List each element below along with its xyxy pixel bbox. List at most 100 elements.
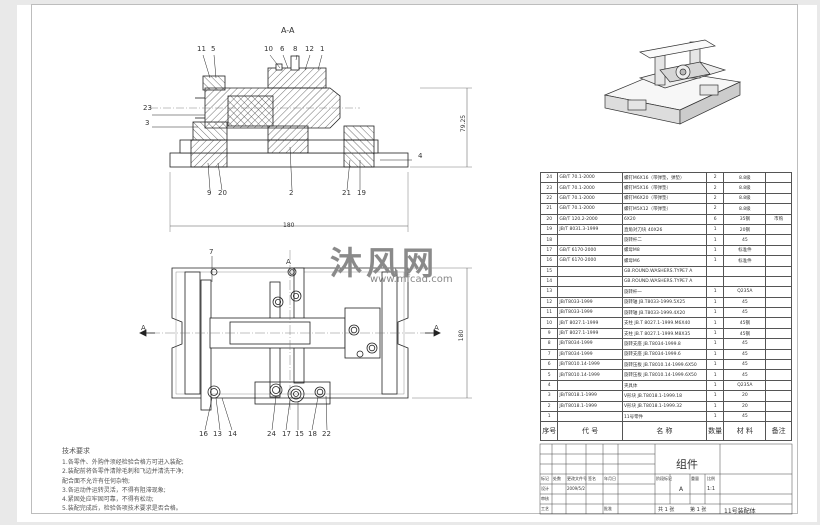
bom-cell-note (765, 244, 792, 257)
title-block-label-count: 处数 (553, 476, 561, 481)
title-block-label-design: 设计 (541, 486, 549, 491)
title-block-col-stage: 阶段标记 (656, 476, 672, 481)
bom-cell-name: V形块 JB.T8018.1-1999.32 (621, 400, 707, 413)
bom-cell-qty: 1 (705, 400, 725, 413)
balloon-section-top-5: 12 (305, 45, 314, 53)
balloon-section-bottom-3: 21 (342, 189, 351, 197)
bom-cell-name: V形块 JB.T8018.1-1999.18 (621, 390, 707, 402)
bom-cell-note (765, 203, 792, 215)
bom-cell-qty: 6 (705, 213, 725, 225)
bom-cell-name: 11号零件 (621, 410, 707, 423)
title-block-date: 2009/5/2 (567, 486, 585, 491)
bom-cell-name: 旋转杆二 (621, 234, 707, 246)
tech-line: 5.装配完成后，检验各项技术要求是否合格。 (62, 505, 182, 513)
bom-cell-mat: 45 (723, 296, 767, 309)
bom-cell-no: 14 (539, 275, 559, 288)
bom-cell-note (765, 182, 792, 194)
bom-cell-qty: 1 (705, 296, 725, 309)
drawing-frame (31, 4, 798, 514)
bom-cell-mat: 45钢 (723, 327, 767, 340)
bom-cell-qty: 1 (705, 348, 725, 361)
bom-cell-code (557, 410, 623, 423)
bom-cell-qty: 1 (705, 223, 725, 236)
bom-cell-no: 11 (539, 307, 559, 319)
balloon-section-top-3: 6 (280, 45, 285, 53)
plan-view (139, 250, 472, 431)
bom-header-row: 序号代 号名 称数量材 料备注 (539, 421, 792, 442)
bom-cell-no: 2 (539, 400, 559, 413)
bom-cell-code: GB/T 70.1-2000 (557, 182, 623, 194)
bom-cell-qty: 1 (705, 327, 725, 340)
bom-cell-name: 旋转压板 JB.T8010.14-1999.6X50 (621, 359, 707, 371)
bom-cell-note (765, 234, 792, 246)
bom-cell-code: JB/T 8031.3-1999 (557, 223, 623, 236)
bom-cell-no: 9 (539, 327, 559, 340)
title-block-label-review: 审核 (541, 496, 549, 501)
tech-title: 技术要求 (62, 447, 90, 455)
tech-line: 2.装配前将各零件清除毛刺和飞边并清洗干净; (62, 468, 184, 476)
bom-cell-qty (705, 265, 725, 277)
bom-cell-qty (705, 275, 725, 288)
tech-line: 1.各零件、外购件须经检验合格方可进入装配; (62, 459, 184, 467)
bom-cell-qty: 1 (705, 255, 725, 267)
bom-cell-note (765, 275, 792, 288)
bom-header-mat: 材 料 (723, 421, 767, 442)
technical-requirements: 技术要求 1.各零件、外购件须经检验合格方可进入装配; 2.装配前将各零件清除毛… (62, 447, 184, 513)
bom-header-no: 序号 (539, 421, 559, 442)
bom-cell-mat: 45 (723, 307, 767, 319)
bom-cell-code: GB/T 6170-2000 (557, 255, 623, 267)
bom-cell-note (765, 317, 792, 329)
bom-cell-no: 10 (539, 317, 559, 329)
bom-cell-code: GB/T 120.2-2000 (557, 213, 623, 225)
bom-cell-qty: 1 (705, 410, 725, 423)
bom-cell-mat: Q235A (723, 379, 767, 392)
bom-cell-no: 22 (539, 192, 559, 205)
bom-cell-code: JB/T8010.14-1999 (557, 369, 623, 381)
bom-cell-note (765, 410, 792, 423)
bom-cell-name: GB.ROUND.WASHERS.TYPE7 A (621, 265, 707, 277)
bom-cell-mat: 45 (723, 338, 767, 350)
bom-cell-name: 旋转杆一 (621, 286, 707, 298)
tech-line: 4.紧固处应牢固可靠，不得有松动; (62, 496, 154, 504)
balloon-section-bottom-4: 19 (357, 189, 366, 197)
bom-cell-note (765, 379, 792, 392)
bom-cell-no: 16 (539, 255, 559, 267)
bom-cell-no: 19 (539, 223, 559, 236)
bom-cell-mat: 20 (723, 400, 767, 413)
bom-cell-mat: 8.8级 (723, 171, 767, 184)
bom-cell-code (557, 234, 623, 246)
bom-cell-mat: 45 (723, 359, 767, 371)
bom-cell-no: 17 (539, 244, 559, 257)
bom-header-code: 代 号 (557, 421, 623, 442)
bom-cell-name: 螺母M8 (621, 244, 707, 257)
bom-cell-qty: 1 (705, 359, 725, 371)
bom-cell-no: 1 (539, 410, 559, 423)
balloon-section-bottom-2: 2 (289, 189, 294, 197)
balloon-plan-bottom-2: 14 (228, 430, 237, 438)
bom-cell-name: 旋转轴 JB.T8033-1999.4X20 (621, 307, 707, 319)
title-block-label-mark: 标记 (541, 476, 549, 481)
bom-cell-mat: 标准件 (723, 244, 767, 257)
bom-cell-qty: 1 (705, 307, 725, 319)
bom-cell-note (765, 327, 792, 340)
section-marker-left: A (141, 324, 146, 332)
bom-cell-note (765, 296, 792, 309)
balloon-section-top-2: 10 (264, 45, 273, 53)
bom-cell-code: JB/T8018.1-1999 (557, 390, 623, 402)
bom-cell-mat: 8.8级 (723, 203, 767, 215)
bom-cell-name: 夹具体 (621, 379, 707, 392)
